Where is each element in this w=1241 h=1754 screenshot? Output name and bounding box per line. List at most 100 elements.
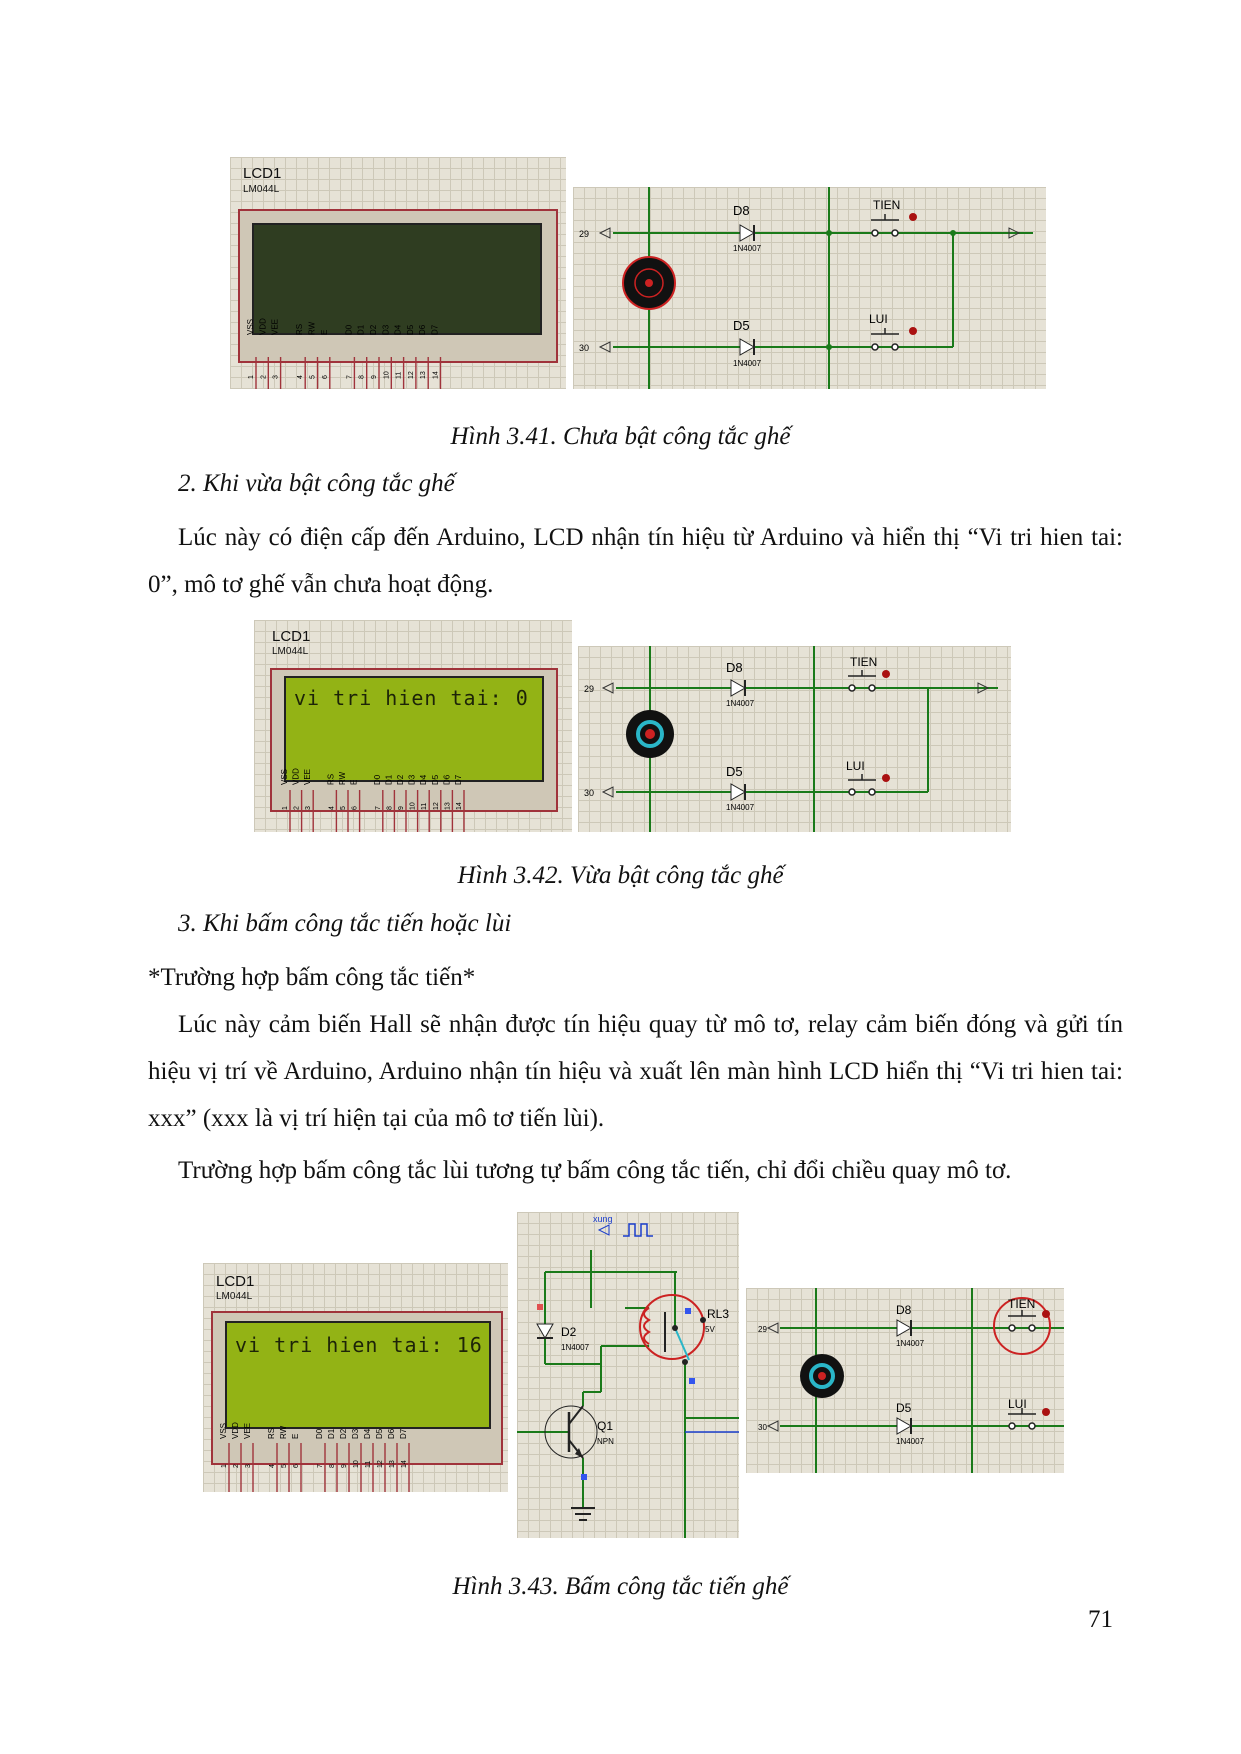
lcd-pin-label: D6 — [387, 1428, 396, 1439]
lcd-body: vi tri hien tai: 0 — [270, 668, 558, 812]
lcd-pin-label: E — [320, 330, 329, 335]
lcd-display-text: vi tri hien tai: 16 — [235, 1333, 483, 1357]
lcd-pin-label: D3 — [351, 1428, 360, 1439]
lcd-pin-label: D0 — [373, 774, 382, 785]
fig3-relay-panel: xung D2 1N4007 RL3 5V Q1 NPN — [517, 1212, 739, 1538]
lcd-pin-label: D7 — [431, 324, 440, 335]
lcd-pin-label: RW — [279, 1425, 288, 1439]
motor-icon — [634, 268, 664, 298]
diode-top-model: 1N4007 — [726, 699, 755, 708]
diode-top-model: 1N4007 — [733, 244, 762, 253]
lcd-pin-label: RS — [326, 774, 335, 785]
terminal-arrow — [598, 227, 611, 239]
diode-bottom-model: 1N4007 — [726, 803, 755, 812]
circuit-diagram: 29 30 D8 1N4007 D5 1N4007 TIEN LUI — [584, 646, 998, 832]
switch-highlight-circle — [993, 1297, 1051, 1355]
lcd-pin-label: VDD — [231, 1422, 240, 1439]
lcd-pin-number: 3 — [273, 375, 280, 379]
diode-bottom-model: 1N4007 — [896, 1437, 925, 1446]
motor-rotation-icon — [809, 1363, 835, 1377]
switch-top-label: TIEN — [873, 198, 900, 212]
lcd-pin-number: 9 — [341, 1464, 348, 1468]
lcd-pin-label: D2 — [369, 324, 378, 335]
terminal-top-label: 29 — [579, 229, 589, 239]
lcd-pin-number: 14 — [401, 1460, 408, 1468]
lcd-pin-label: RW — [338, 771, 347, 785]
switch-bottom-label: LUI — [1008, 1397, 1027, 1411]
lcd-pin-label: VEE — [303, 769, 312, 785]
lcd-pin-label: D6 — [442, 774, 451, 785]
lcd-pin-label: RS — [295, 324, 304, 335]
lcd-display-text: vi tri hien tai: 0 — [294, 686, 529, 710]
diode-bottom-label: D5 — [733, 318, 750, 333]
lcd-title: LCD1 — [216, 1273, 255, 1290]
transistor-type: NPN — [597, 1437, 614, 1446]
lcd-screen-on: vi tri hien tai: 0 — [284, 676, 544, 782]
switch-bottom-label: LUI — [846, 759, 865, 773]
lcd-pin-number: 7 — [346, 375, 353, 379]
case-label: *Trường hợp bấm công tắc tiến* — [148, 964, 476, 991]
lcd-screen-off — [252, 223, 542, 335]
lcd-pin-label: D5 — [406, 324, 415, 335]
lcd-pin-number: 12 — [377, 1460, 384, 1468]
lcd-pin-label: VDD — [292, 768, 301, 785]
figure-caption: Hình 3.41. Chưa bật công tắc ghế — [450, 423, 791, 450]
lcd-pin-number: 12 — [433, 802, 440, 810]
lcd-pin-label: D5 — [375, 1428, 384, 1439]
lcd-pin-number: 8 — [359, 375, 366, 379]
pulse-icon — [623, 1223, 653, 1237]
motor-rotation-icon — [636, 720, 664, 735]
lcd-pin-number: 5 — [281, 1464, 288, 1468]
section-heading: 3. Khi bấm công tắc tiến hoặc lùi — [178, 910, 512, 937]
lcd-pin-number: 1 — [248, 375, 255, 379]
switch-top-label: TIEN — [1008, 1297, 1035, 1311]
page-number: 71 — [1088, 1606, 1113, 1633]
lcd-pin-label: D0 — [344, 324, 353, 335]
lcd-pin-label: D5 — [431, 774, 440, 785]
signal-label: xung — [593, 1214, 613, 1224]
switch-led — [909, 327, 917, 335]
lcd-pin-label: D2 — [396, 774, 405, 785]
lcd-pin-label: VSS — [219, 1423, 228, 1439]
switch-top-label: TIEN — [850, 655, 877, 669]
lcd-pin-number: 14 — [433, 371, 440, 379]
figure-caption: Hình 3.42. Vừa bật công tắc ghế — [457, 862, 784, 889]
ground-icon — [571, 1507, 595, 1521]
lcd-pin-number: 6 — [322, 375, 329, 379]
lcd-pin-number: 7 — [317, 1464, 324, 1468]
switch-led — [909, 213, 917, 221]
lcd-pin-number: 8 — [329, 1464, 336, 1468]
lcd-pin-label: D4 — [394, 324, 403, 335]
lcd-pin-label: RW — [308, 321, 317, 335]
lcd-pin-label: RS — [267, 1428, 276, 1439]
lcd-pin-number: 11 — [421, 803, 428, 810]
lcd-pin-number: 1 — [282, 806, 289, 810]
motor-icon — [645, 279, 653, 287]
lcd-title: LCD1 — [272, 628, 311, 645]
fig3-circuit-panel: 29 30 D8 1N4007 D5 1N4007 TIEN LUI — [746, 1288, 1064, 1473]
lcd-pin-label: VEE — [243, 1423, 252, 1439]
diode-top-label: D8 — [726, 660, 743, 675]
lcd-pin-number: 3 — [305, 806, 312, 810]
lcd-pin-number: 14 — [456, 802, 463, 810]
lcd-pin-label: D1 — [357, 324, 366, 335]
lcd-pins: VSS1VDD2VEE3RS4RW5E6D07D18D29D310D411D51… — [280, 768, 465, 832]
lcd-model: LM044L — [216, 1291, 253, 1302]
lcd-pin-number: 4 — [297, 375, 304, 379]
circuit-diagram: 29 30 D8 1N4007 D5 1N4007 TIEN LUI — [758, 1288, 1064, 1473]
lcd-pin-label: E — [291, 1434, 300, 1439]
lcd-pin-number: 8 — [386, 806, 393, 810]
signal-arrow — [597, 1224, 610, 1236]
diode-bottom-model: 1N4007 — [733, 359, 762, 368]
lcd-pins: VSS1VDD2VEE3RS4RW5E6D07D18D29D310D411D51… — [219, 1422, 410, 1492]
lcd-pin-label: D3 — [408, 774, 417, 785]
terminal-arrow — [1008, 227, 1021, 239]
lcd-pin-number: 10 — [383, 371, 390, 379]
lcd-pin-number: 9 — [398, 806, 405, 810]
lcd-pin-label: VSS — [280, 769, 289, 785]
lcd-pin-number: 3 — [245, 1464, 252, 1468]
lcd-pin-number: 1 — [221, 1464, 228, 1468]
lcd-pin-number: 5 — [340, 806, 347, 810]
